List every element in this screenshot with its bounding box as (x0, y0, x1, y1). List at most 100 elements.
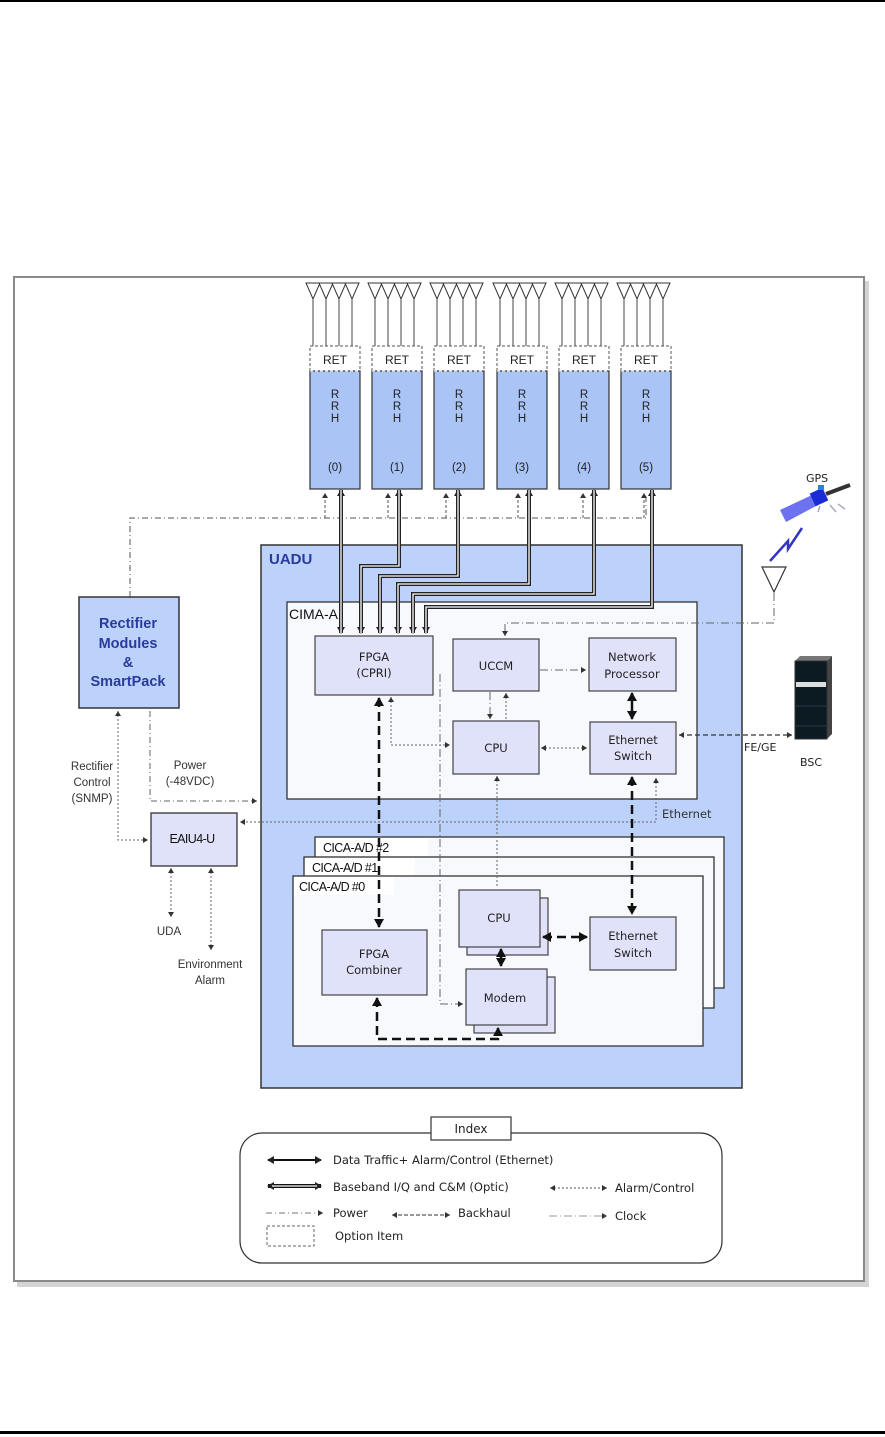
network-processor-block[interactable] (588, 637, 677, 692)
rrh-letter: R (580, 401, 588, 413)
antenna-array-icon (367, 282, 422, 346)
data-traffic-solid (496, 692, 637, 967)
cica-card-0-tab (294, 877, 394, 895)
page-bottom-rule (0, 1431, 885, 1434)
cica-cpu-label: CPU (487, 911, 510, 925)
rrh-body (433, 370, 485, 490)
legend-alarm-control-label: Alarm/Control (615, 1181, 694, 1195)
cica-ethernet-switch-line1: Ethernet (608, 929, 658, 943)
cica-card-1-title: CICA-A/D #1 (312, 861, 378, 875)
uda-label: UDA (157, 926, 182, 938)
rrh-letter: R (642, 389, 650, 401)
legend-option-item-label: Option Item (335, 1229, 403, 1243)
antenna-array-icon (492, 282, 547, 346)
rectifier-control-label-2: Control (73, 777, 110, 789)
rrh-letter: R (642, 401, 650, 413)
rectifier-box[interactable] (78, 596, 180, 709)
fpga-cpri-line2: (CPRI) (356, 666, 391, 680)
ret-option-box (433, 345, 485, 372)
legend-title: Index (454, 1122, 487, 1136)
antenna-array-icon (429, 282, 484, 346)
gps-antenna-icon (761, 566, 787, 594)
network-processor-line2: Processor (604, 667, 660, 681)
rrh-letter: R (393, 401, 401, 413)
eaiu4-u-box[interactable] (150, 812, 238, 867)
cima-ethernet-switch-block[interactable] (589, 721, 677, 775)
antenna-array-icon (554, 282, 609, 346)
ret-label: RET (572, 353, 597, 367)
cica-card-1-tab (305, 858, 415, 876)
rrh-index-label: (4) (577, 462, 591, 474)
legend-option-item-symbol (266, 1225, 315, 1247)
uccm-label: UCCM (479, 659, 513, 673)
rrh-index-label: (5) (639, 462, 653, 474)
rrh-group: RETRRH(0)RETRRH(1)RETRRH(2)RETRRH(3)RETR… (305, 282, 672, 490)
eaiu4-u-label: EAIU4-U (169, 832, 215, 846)
power-line-uadu (149, 711, 257, 804)
rrh-letter: H (580, 413, 588, 425)
rrh-index-label: (1) (390, 462, 404, 474)
ret-label: RET (634, 353, 659, 367)
cica-cpu-block[interactable] (458, 889, 541, 948)
uadu-title: UADU (269, 551, 312, 568)
environment-alarm-label-2: Alarm (195, 975, 225, 987)
uccm-block[interactable] (452, 638, 540, 692)
optic-link-core (425, 490, 653, 633)
rrh-power-taps (322, 493, 647, 518)
rrh-body (309, 370, 361, 490)
gps-satellite-icon (780, 483, 851, 522)
rrh-index-label: (0) (328, 462, 342, 474)
cima-a-title: CIMA-A (289, 606, 339, 622)
cica-ethernet-switch-block[interactable] (589, 916, 677, 971)
ret-label: RET (385, 353, 410, 367)
rrh-letter: R (518, 389, 526, 401)
power-bus-rrh (129, 497, 647, 597)
fe-ge-label: FE/GE (744, 741, 777, 754)
antenna-array-icon (616, 282, 671, 346)
cima-cpu-block[interactable] (452, 720, 540, 775)
rectifier-control-label-3: (SNMP) (72, 793, 113, 805)
rrh-body (496, 370, 548, 490)
cica-card-2-tab (316, 838, 428, 856)
ret-label: RET (447, 353, 472, 367)
rrh-index-label: (3) (515, 462, 529, 474)
rrh-unit-4[interactable]: RET RRH (4) (554, 282, 610, 490)
rectifier-line3: & (123, 655, 134, 671)
rrh-unit-1[interactable]: RET RRH (1) (367, 282, 423, 490)
network-processor-line1: Network (608, 650, 656, 664)
rrh-letter: H (518, 413, 526, 425)
rrh-letter: R (393, 389, 401, 401)
rrh-letter: R (455, 389, 463, 401)
ethernet-label: Ethernet (662, 807, 712, 821)
rectifier-control-label-1: Rectifier (71, 761, 113, 773)
fpga-cpri-line1: FPGA (359, 650, 389, 664)
power-label-2: (-48VDC) (166, 776, 215, 788)
data-traffic-lines (372, 697, 637, 1041)
rrh-letter: R (331, 389, 339, 401)
legend-clock-label: Clock (615, 1209, 647, 1223)
cica-card-2-title: CICA-A/D #2 (323, 841, 389, 855)
rrh-letter: R (518, 401, 526, 413)
rrh-letter: H (393, 413, 401, 425)
rrh-unit-5[interactable]: RET RRH (5) (616, 282, 672, 490)
fpga-combiner-block[interactable] (321, 929, 428, 996)
fpga-cpri-block[interactable] (314, 635, 434, 696)
rrh-letter: R (580, 389, 588, 401)
gps-signal-icon (769, 527, 804, 562)
legend-data-traffic-label: Data Traffic+ Alarm/Control (Ethernet) (333, 1153, 553, 1167)
fpga-combiner-line1: FPGA (359, 947, 389, 961)
baseband-optic-links (337, 489, 656, 634)
rrh-unit-3[interactable]: RET RRH (3) (492, 282, 548, 490)
rrh-letter: H (642, 413, 650, 425)
rrh-letter: R (331, 401, 339, 413)
legend-power-label: Power (333, 1206, 368, 1220)
ret-option-box (496, 345, 548, 372)
rrh-letter: R (455, 401, 463, 413)
page-top-rule (0, 0, 885, 2)
ret-label: RET (510, 353, 535, 367)
power-label-1: Power (174, 760, 207, 772)
bsc-label: BSC (800, 756, 822, 769)
